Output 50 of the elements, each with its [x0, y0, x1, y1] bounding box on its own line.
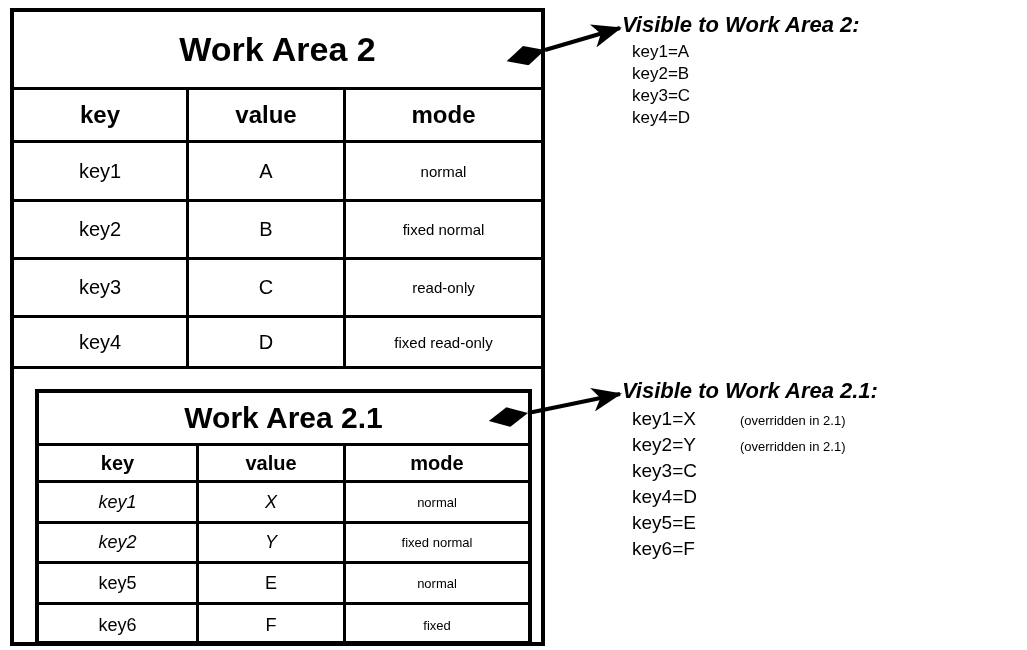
list-item: key3=C	[632, 460, 697, 482]
list-item: key6=F	[632, 538, 695, 560]
arrow	[488, 387, 622, 427]
table-cell: read-only	[346, 260, 541, 318]
table-cell: E	[199, 564, 346, 605]
table-cell: key6	[39, 605, 199, 646]
table-cell: C	[189, 260, 346, 318]
list-item: (overridden in 2.1)	[740, 439, 846, 454]
table-cell: key2	[14, 202, 189, 260]
heading: Visible to Work Area 2.1:	[622, 378, 878, 404]
list-item: key5=E	[632, 512, 696, 534]
table-cell: D	[189, 318, 346, 369]
table-cell: B	[189, 202, 346, 260]
table-cell: Y	[199, 524, 346, 564]
table-title: Work Area 2.1	[39, 393, 528, 446]
nested-table-box	[35, 389, 532, 645]
list-item: key2=B	[632, 64, 690, 84]
table-box	[10, 8, 545, 646]
table-cell: key1	[14, 143, 189, 202]
column-header: mode	[346, 90, 541, 143]
column-header: value	[199, 446, 346, 483]
column-header: key	[14, 90, 189, 143]
table-cell: A	[189, 143, 346, 202]
table-title: Work Area 2	[14, 12, 541, 90]
list-item: (overridden in 2.1)	[740, 413, 846, 428]
column-header: value	[189, 90, 346, 143]
table-cell: fixed normal	[346, 202, 541, 260]
column-header: mode	[346, 446, 528, 483]
arrow	[506, 24, 622, 66]
table-cell: fixed read-only	[346, 318, 541, 369]
table-cell-text: fixed	[422, 617, 452, 635]
list-item: key2=Y	[632, 434, 696, 456]
table-cell: key5	[39, 564, 199, 605]
list-item: key1=A	[632, 42, 690, 62]
table-cell: key3	[14, 260, 189, 318]
column-header: key	[39, 446, 199, 483]
table-cell: normal	[346, 564, 528, 605]
table-cell: F	[199, 605, 346, 646]
list-item: key4=D	[632, 108, 691, 128]
list-item: key3=C	[632, 86, 691, 106]
heading: Visible to Work Area 2:	[622, 12, 860, 38]
table-cell: X	[199, 483, 346, 524]
table-cell: normal	[346, 483, 528, 524]
table-cell: key4	[14, 318, 189, 369]
table-cell: normal	[346, 143, 541, 202]
list-item: key1=X	[632, 408, 696, 430]
list-item: key4=D	[632, 486, 697, 508]
table-cell: fixed normal	[346, 524, 528, 564]
table-cell: key2	[39, 524, 199, 564]
table-cell: key1	[39, 483, 199, 524]
